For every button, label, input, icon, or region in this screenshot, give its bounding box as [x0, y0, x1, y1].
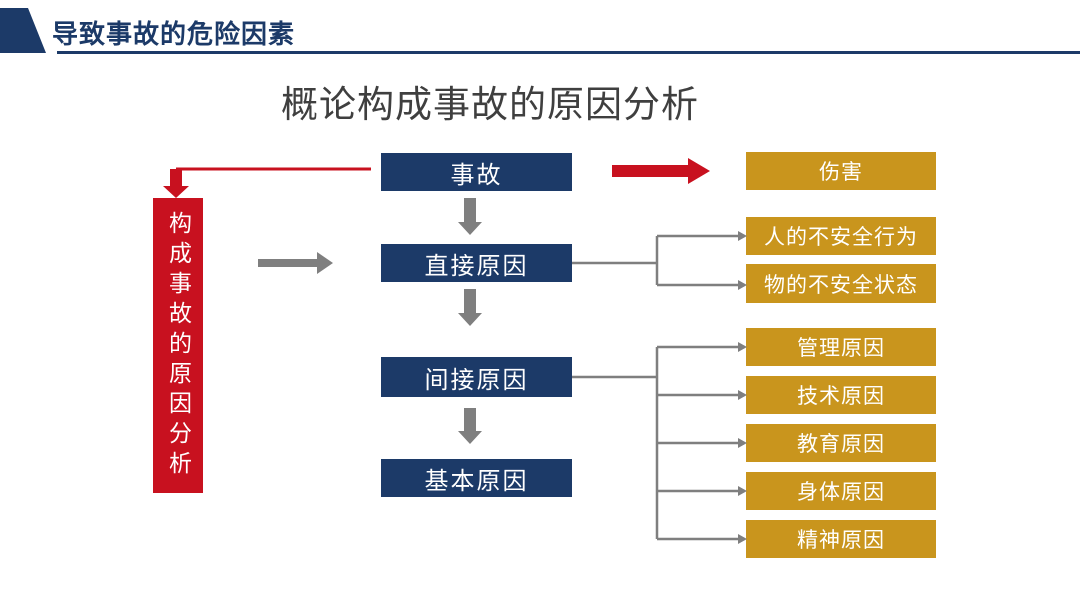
side-label-box: 构成事故的原因分析 — [153, 198, 203, 493]
side-label-text: 构成事故的原因分析 — [165, 210, 192, 481]
arrowhead-icon — [738, 231, 747, 241]
gray-right-arrow-icon — [258, 252, 333, 274]
arrowhead-icon — [738, 280, 747, 290]
cause-box-management: 管理原因 — [746, 328, 936, 366]
page-title: 概论构成事故的原因分析 — [281, 84, 699, 125]
arrowhead-icon — [738, 534, 747, 544]
cause-box-education: 教育原因 — [746, 424, 936, 462]
arrowhead-icon — [738, 486, 747, 496]
header-underline — [57, 51, 1080, 54]
arrowhead-icon — [738, 438, 747, 448]
header-corner-shape-icon — [0, 8, 46, 53]
flow-box-indirect-cause: 间接原因 — [381, 357, 572, 397]
arrowhead-icon — [738, 342, 747, 352]
header-title: 导致事故的危险因素 — [52, 19, 296, 49]
flow-box-accident: 事故 — [381, 153, 572, 191]
red-elbow-connector-icon — [163, 167, 371, 198]
down-arrow-icon — [458, 289, 482, 326]
cause-box-physical: 身体原因 — [746, 472, 936, 510]
cause-box-unsafe-condition: 物的不安全状态 — [746, 264, 936, 303]
cause-box-injury: 伤害 — [746, 152, 936, 190]
down-arrow-icon — [458, 408, 482, 444]
cause-box-mental: 精神原因 — [746, 520, 936, 558]
down-arrow-icon — [458, 198, 482, 235]
flow-box-basic-cause: 基本原因 — [381, 459, 572, 497]
cause-box-unsafe-behavior: 人的不安全行为 — [746, 217, 936, 255]
cause-box-technical: 技术原因 — [746, 376, 936, 414]
arrowhead-icon — [738, 390, 747, 400]
branch-connector-indirect — [572, 345, 738, 541]
red-right-arrow-icon — [612, 158, 710, 184]
branch-connector-direct — [572, 234, 738, 287]
flow-box-direct-cause: 直接原因 — [381, 244, 572, 282]
